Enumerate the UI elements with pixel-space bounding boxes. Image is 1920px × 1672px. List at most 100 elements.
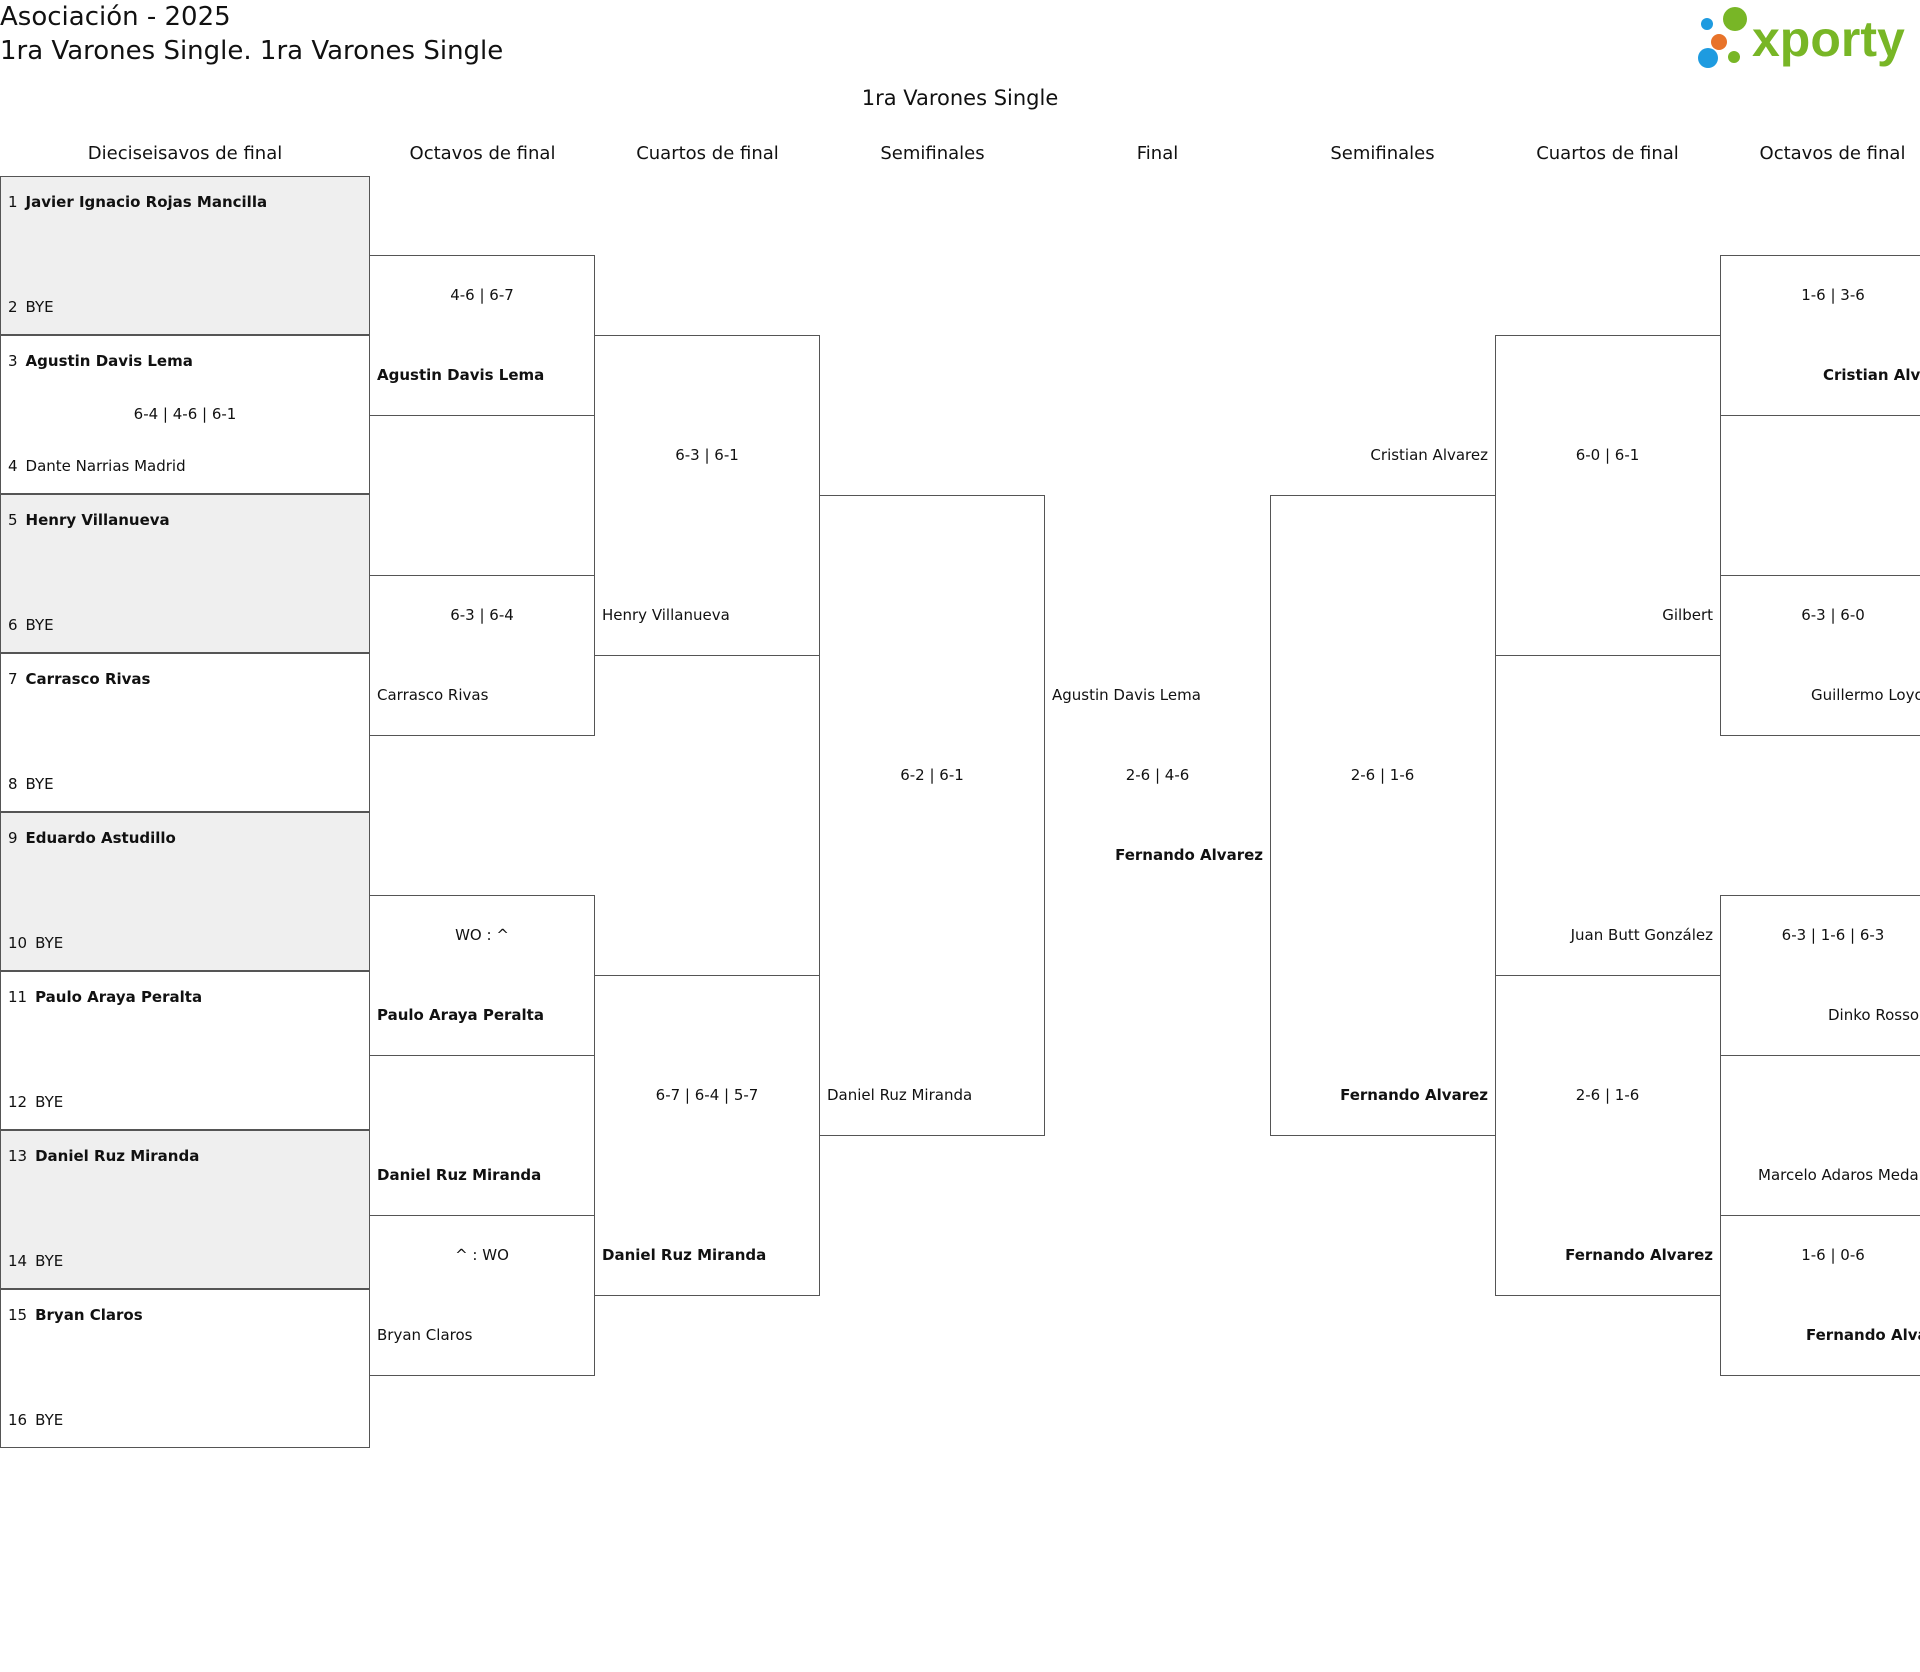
xporty-logo-graphic: xporty — [1698, 7, 1905, 68]
r16-left-match-2 — [369, 575, 595, 736]
r32-player[interactable]: 13 Daniel Ruz Miranda — [8, 1146, 199, 1166]
seed-number: 5 — [8, 511, 18, 529]
r32-player[interactable]: 8 BYE — [8, 774, 54, 794]
advancing-player[interactable]: Daniel Ruz Miranda — [602, 1246, 767, 1264]
r16-right-match-1 — [1720, 255, 1920, 416]
r32-match-3 — [0, 494, 370, 653]
seed-number: 6 — [8, 616, 18, 634]
r16-left-match-3 — [369, 895, 595, 1056]
round-header-semis-left: Semifinales — [880, 143, 985, 164]
match-score: 1-6 | 3-6 — [1801, 286, 1865, 304]
final-score: 2-6 | 4-6 — [1125, 766, 1190, 784]
player-name: Bryan Claros — [35, 1306, 143, 1324]
seed-number: 9 — [8, 829, 18, 847]
xporty-logo[interactable]: xporty — [1690, 4, 1920, 68]
player-name: BYE — [25, 298, 54, 316]
match-score: WO : ^ — [455, 926, 509, 944]
advancing-player[interactable]: Dinko Rosso — [1828, 1006, 1920, 1024]
player-name: Daniel Ruz Miranda — [35, 1147, 200, 1165]
player-name: BYE — [25, 775, 54, 793]
r32-player[interactable]: 9 Eduardo Astudillo — [8, 828, 176, 848]
player-name: Agustin Davis Lema — [25, 352, 193, 370]
round-header-octavos-right: Octavos de final — [1759, 143, 1906, 164]
match-score: 6-3 | 1-6 | 6-3 — [1781, 926, 1885, 944]
player-name: BYE — [35, 934, 64, 952]
round-header-final: Final — [1136, 143, 1179, 164]
finalist-top[interactable]: Agustin Davis Lema — [1052, 686, 1201, 704]
seed-number: 16 — [8, 1411, 28, 1429]
player-name: Henry Villanueva — [25, 511, 170, 529]
advancing-player[interactable]: Juan Butt González — [1570, 926, 1713, 944]
qf-right-match-2 — [1495, 975, 1721, 1296]
advancing-player[interactable]: Fernando Alvarez — [1340, 1086, 1488, 1104]
tournament-title: Asociación - 2025 — [0, 2, 231, 32]
match-score: 2-6 | 1-6 — [1350, 766, 1415, 784]
logo-text: xporty — [1752, 11, 1905, 67]
player-name: Eduardo Astudillo — [25, 829, 176, 847]
seed-number: 13 — [8, 1147, 28, 1165]
advancing-player[interactable]: Marcelo Adaros Medana — [1758, 1166, 1920, 1184]
r32-player[interactable]: 5 Henry Villanueva — [8, 510, 170, 530]
player-name: BYE — [25, 616, 54, 634]
advancing-player[interactable]: Daniel Ruz Miranda — [827, 1086, 973, 1104]
seed-number: 4 — [8, 457, 18, 475]
match-score: 6-4 | 4-6 | 6-1 — [133, 405, 237, 423]
match-score: 4-6 | 6-7 — [450, 286, 514, 304]
advancing-player[interactable]: Gilbert — [1662, 606, 1713, 624]
advancing-player[interactable]: Daniel Ruz Miranda — [377, 1166, 542, 1184]
seed-number: 7 — [8, 670, 18, 688]
seed-number: 1 — [8, 193, 18, 211]
r32-match-7 — [0, 1130, 370, 1289]
r16-left-match-4 — [369, 1215, 595, 1376]
match-score: ^ : WO — [455, 1246, 509, 1264]
seed-number: 8 — [8, 775, 18, 793]
seed-number: 11 — [8, 988, 28, 1006]
category-title: 1ra Varones Single. 1ra Varones Single — [0, 36, 504, 66]
advancing-player[interactable]: Fernando Alvarez — [1806, 1326, 1920, 1344]
advancing-player[interactable]: Paulo Araya Peralta — [377, 1006, 544, 1024]
advancing-player[interactable]: Cristian Alvarez — [1823, 366, 1920, 384]
finalist-bottom[interactable]: Fernando Alvarez — [1115, 846, 1263, 864]
player-name: Carrasco Rivas — [25, 670, 151, 688]
round-header-semis-right: Semifinales — [1330, 143, 1435, 164]
advancing-player[interactable]: Henry Villanueva — [602, 606, 730, 624]
match-score: 2-6 | 1-6 — [1575, 1086, 1640, 1104]
seed-number: 10 — [8, 934, 28, 952]
r32-player[interactable]: 10 BYE — [8, 933, 63, 953]
r32-player[interactable]: 3 Agustin Davis Lema — [8, 351, 193, 371]
qf-right-match-1 — [1495, 335, 1721, 656]
advancing-player[interactable]: Cristian Alvarez — [1370, 446, 1488, 464]
r32-match-5 — [0, 812, 370, 971]
seed-number: 14 — [8, 1252, 28, 1270]
seed-number: 2 — [8, 298, 18, 316]
bracket-title: 1ra Varones Single — [861, 86, 1059, 110]
seed-number: 3 — [8, 352, 18, 370]
r32-player[interactable]: 1 Javier Ignacio Rojas Mancilla — [8, 192, 267, 212]
player-name: Javier Ignacio Rojas Mancilla — [25, 193, 268, 211]
match-score: 6-7 | 6-4 | 5-7 — [655, 1086, 759, 1104]
advancing-player[interactable]: Fernando Alvarez — [1565, 1246, 1713, 1264]
r32-player[interactable]: 2 BYE — [8, 297, 54, 317]
r32-player[interactable]: 7 Carrasco Rivas — [8, 669, 150, 689]
match-score: 6-0 | 6-1 — [1575, 446, 1640, 464]
advancing-player[interactable]: Carrasco Rivas — [377, 686, 489, 704]
seed-number: 15 — [8, 1306, 28, 1324]
match-score: 6-3 | 6-0 — [1801, 606, 1865, 624]
advancing-player[interactable]: Guillermo Loyola — [1811, 686, 1920, 704]
match-score: 6-3 | 6-4 — [450, 606, 514, 624]
round-header-cuartos-right: Cuartos de final — [1536, 143, 1679, 164]
r32-player[interactable]: 6 BYE — [8, 615, 54, 635]
advancing-player[interactable]: Bryan Claros — [377, 1326, 473, 1344]
r16-right-match-3 — [1720, 895, 1920, 1056]
sf-right-match — [1270, 495, 1496, 1136]
match-score: 6-2 | 6-1 — [900, 766, 964, 784]
r32-player[interactable]: 15 Bryan Claros — [8, 1305, 143, 1325]
r32-match-1 — [0, 176, 370, 335]
advancing-player[interactable]: Agustin Davis Lema — [377, 366, 545, 384]
round-header-dieciseisavos: Dieciseisavos de final — [87, 143, 283, 164]
